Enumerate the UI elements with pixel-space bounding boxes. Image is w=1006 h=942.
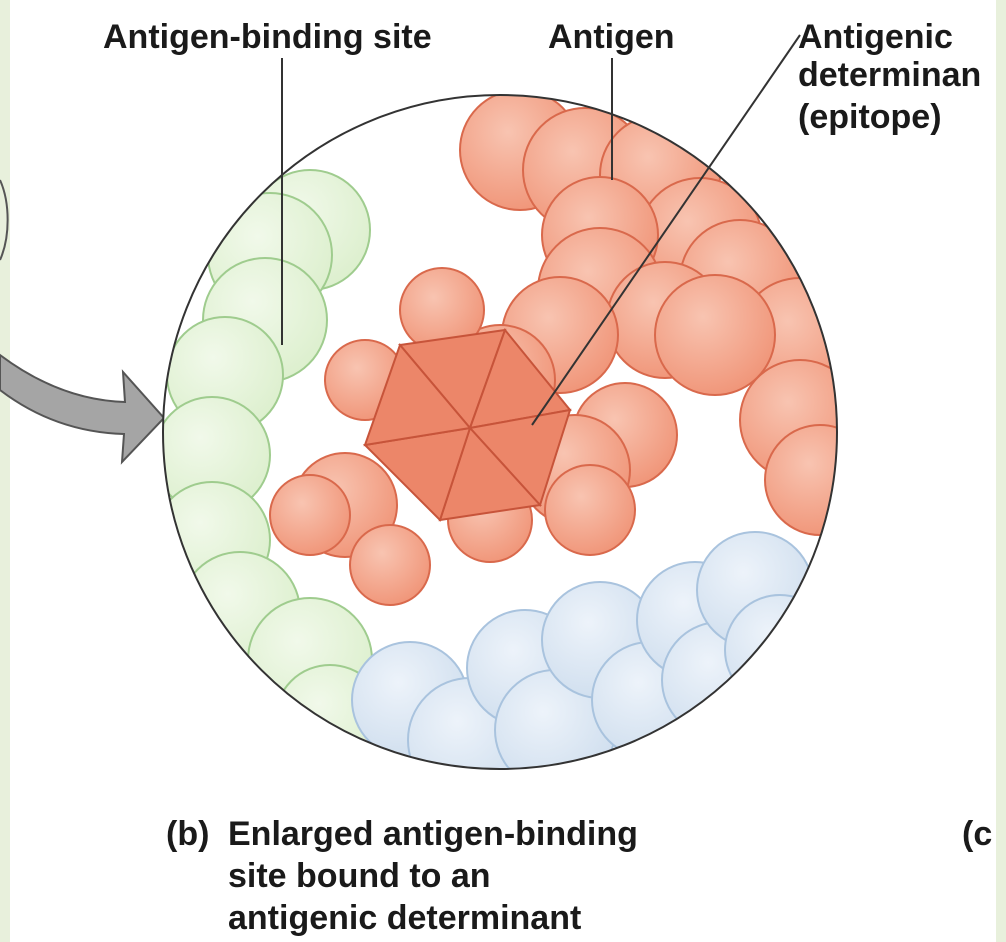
frame-border-left: [0, 0, 10, 942]
label-antigen: Antigen: [548, 18, 675, 56]
caption-line-3: antigenic determinant: [228, 899, 582, 937]
previous-panel-edge: [0, 179, 9, 261]
magnified-view-outline: [162, 94, 838, 770]
epitope-faceted-region: [362, 327, 572, 522]
caption-line-2: site bound to an: [228, 857, 491, 895]
caption-panel-letter: (b): [166, 815, 210, 853]
frame-border-right: [996, 0, 1006, 942]
leader-line-epitope: [531, 34, 801, 426]
caption-line-1: Enlarged antigen-binding: [228, 815, 638, 853]
label-antigenic-determinant: Antigenic determinan: [798, 18, 981, 94]
label-antigen-binding-site: Antigen-binding site: [103, 18, 432, 56]
zoom-arrow: [0, 353, 166, 465]
label-epitope: (epitope): [798, 98, 942, 136]
caption-next-panel-letter: (c: [962, 815, 993, 853]
label-line-2: determinan: [798, 56, 982, 94]
antigen-molecule: [269, 95, 837, 606]
label-line-1: Antigenic: [798, 18, 953, 56]
